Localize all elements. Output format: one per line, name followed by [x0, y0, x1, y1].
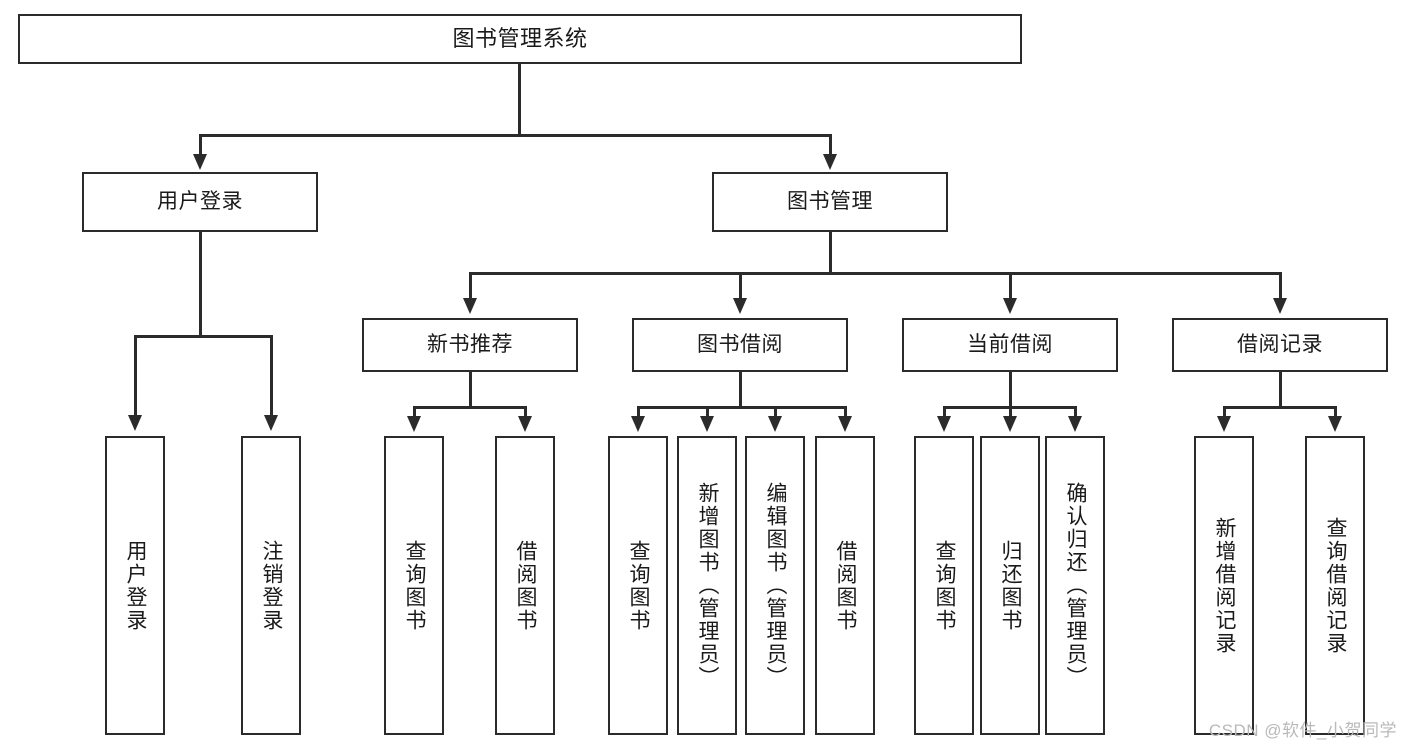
leaf-query-book-1[interactable]: 查询图书: [384, 436, 444, 735]
edge-level3-drop-4: [1279, 272, 1282, 300]
edge-br-drop-1: [1223, 406, 1226, 418]
arrowhead-leaf-query-book-2: [631, 416, 645, 432]
leaf-add-book[interactable]: 新增图书（管理员）: [677, 436, 737, 735]
node-label: 当前借阅: [967, 332, 1053, 356]
node-book-management[interactable]: 图书管理: [712, 172, 948, 232]
node-new-book-recommend[interactable]: 新书推荐: [362, 318, 578, 372]
edge-bb-drop-2: [706, 406, 709, 418]
leaf-user-login[interactable]: 用户登录: [105, 436, 165, 735]
arrowhead-leaf-query-book-3: [937, 416, 951, 432]
node-root-system[interactable]: 图书管理系统: [18, 14, 1022, 64]
leaf-query-book-3[interactable]: 查询图书: [914, 436, 974, 735]
leaf-query-book-2[interactable]: 查询图书: [608, 436, 668, 735]
node-book-borrow[interactable]: 图书借阅: [632, 318, 848, 372]
leaf-add-record[interactable]: 新增借阅记录: [1194, 436, 1254, 735]
node-label: 查询图书: [933, 539, 957, 632]
node-label: 新书推荐: [427, 332, 513, 356]
edge-cb-stem: [1009, 372, 1012, 408]
edge-level3-drop-1: [469, 272, 472, 300]
arrowhead-leaf-edit-book: [768, 416, 782, 432]
csdn-watermark: CSDN @软件_小贺同学: [1208, 721, 1397, 740]
node-label: 借阅图书: [514, 539, 538, 632]
arrowhead-leaf-logout: [264, 415, 278, 431]
node-label: 图书借阅: [697, 332, 783, 356]
edge-bb-drop-3: [774, 406, 777, 418]
edge-level3-bus: [469, 272, 1281, 275]
node-borrow-record[interactable]: 借阅记录: [1172, 318, 1388, 372]
edge-br-drop-2: [1334, 406, 1337, 418]
arrowhead-leaf-return-book: [1003, 416, 1017, 432]
leaf-logout[interactable]: 注销登录: [241, 436, 301, 735]
edge-cb-drop-1: [943, 406, 946, 418]
node-label: 查询图书: [627, 539, 651, 632]
node-label: 借阅图书: [834, 539, 858, 632]
leaf-return-book[interactable]: 归还图书: [980, 436, 1040, 735]
edge-nbr-stem: [469, 372, 472, 408]
arrowhead-leaf-borrow-book-2: [838, 416, 852, 432]
edge-user-login-drop-2: [270, 335, 273, 417]
arrowhead-leaf-add-book: [700, 416, 714, 432]
edge-root-to-user-login: [199, 134, 202, 156]
node-label: 查询图书: [403, 539, 427, 632]
node-label: 用户登录: [157, 189, 243, 213]
node-label: 图书管理: [787, 189, 873, 213]
edge-nbr-bus: [413, 406, 527, 409]
edge-cb-drop-3: [1074, 406, 1077, 418]
arrowhead-user-login: [193, 154, 207, 170]
edge-bb-drop-4: [844, 406, 847, 418]
arrowhead-leaf-query-record: [1328, 416, 1342, 432]
leaf-borrow-book-2[interactable]: 借阅图书: [815, 436, 875, 735]
arrowhead-leaf-confirm-return: [1068, 416, 1082, 432]
edge-root-bus: [199, 134, 831, 137]
node-current-borrow[interactable]: 当前借阅: [902, 318, 1118, 372]
arrowhead-borrow-record: [1273, 298, 1287, 314]
node-label: 编辑图书（管理员）: [764, 482, 788, 689]
edge-bb-stem: [739, 372, 742, 408]
node-label: 新增借阅记录: [1213, 516, 1237, 655]
node-label: 借阅记录: [1237, 332, 1323, 356]
arrowhead-leaf-borrow-book-1: [518, 416, 532, 432]
arrowhead-book-management: [823, 154, 837, 170]
leaf-borrow-book-1[interactable]: 借阅图书: [495, 436, 555, 735]
node-label: 归还图书: [999, 539, 1023, 632]
leaf-edit-book[interactable]: 编辑图书（管理员）: [745, 436, 805, 735]
leaf-confirm-return[interactable]: 确认归还（管理员）: [1045, 436, 1105, 735]
arrowhead-current-borrow: [1003, 298, 1017, 314]
edge-bb-bus: [637, 406, 847, 409]
node-user-login[interactable]: 用户登录: [82, 172, 318, 232]
edge-br-stem: [1279, 372, 1282, 408]
arrowhead-new-book-recommend: [463, 298, 477, 314]
arrowhead-leaf-user-login: [128, 415, 142, 431]
edge-br-bus: [1223, 406, 1337, 409]
edge-cb-drop-2: [1009, 406, 1012, 418]
edge-nbr-drop-1: [413, 406, 416, 418]
edge-level3-drop-3: [1009, 272, 1012, 300]
edge-level3-drop-2: [739, 272, 742, 300]
edge-root-to-book-management: [829, 134, 832, 156]
node-label: 注销登录: [260, 539, 284, 632]
arrowhead-book-borrow: [733, 298, 747, 314]
leaf-query-record[interactable]: 查询借阅记录: [1305, 436, 1365, 735]
node-label: 用户登录: [124, 539, 148, 632]
edge-nbr-drop-2: [524, 406, 527, 418]
node-label: 查询借阅记录: [1324, 516, 1348, 655]
arrowhead-leaf-query-book-1: [407, 416, 421, 432]
arrowhead-leaf-add-record: [1217, 416, 1231, 432]
edge-user-login-drop-1: [134, 335, 137, 417]
node-label: 确认归还（管理员）: [1064, 482, 1088, 689]
node-label: 新增图书（管理员）: [696, 482, 720, 689]
edge-book-management-stem: [829, 232, 832, 274]
edge-root-stem: [518, 64, 521, 136]
edge-bb-drop-1: [637, 406, 640, 418]
edge-user-login-bus: [134, 335, 272, 338]
edge-user-login-stem: [199, 232, 202, 337]
node-label: 图书管理系统: [452, 26, 588, 52]
